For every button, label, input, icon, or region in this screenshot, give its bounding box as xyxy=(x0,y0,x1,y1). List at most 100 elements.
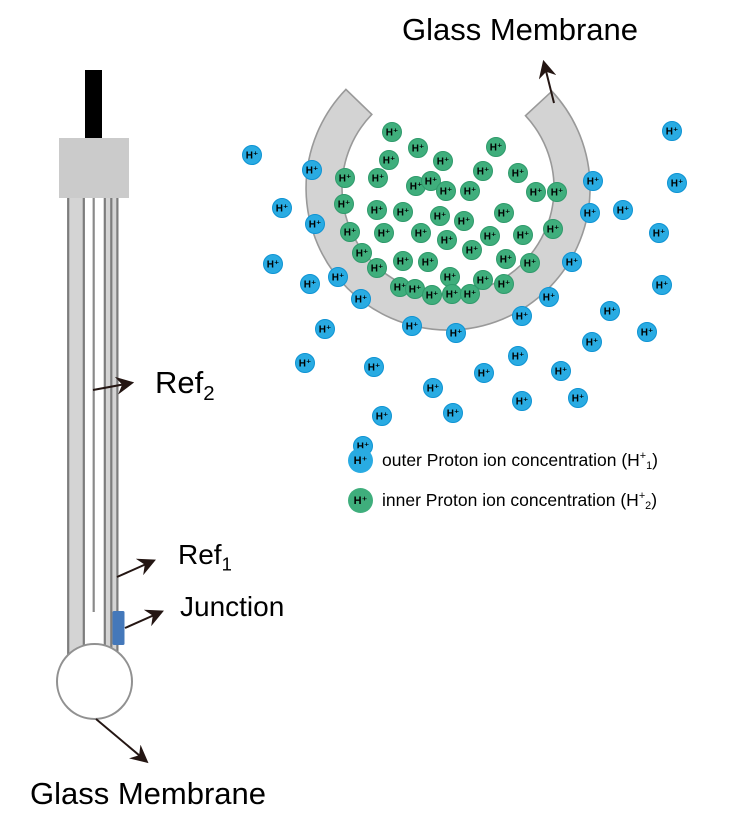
inner-proton-ion: H⁺ xyxy=(494,203,514,223)
membrane-top-arrow xyxy=(538,59,557,104)
svg-text:H⁺: H⁺ xyxy=(378,229,391,240)
svg-text:H⁺: H⁺ xyxy=(530,188,543,199)
outer-proton-ion: H⁺ xyxy=(263,254,283,274)
svg-text:H⁺: H⁺ xyxy=(444,273,457,284)
svg-text:H⁺: H⁺ xyxy=(371,206,384,217)
inner-proton-ion: H⁺ xyxy=(411,223,431,243)
outer-proton-ion: H⁺ xyxy=(551,361,571,381)
svg-text:H⁺: H⁺ xyxy=(344,228,357,239)
outer-proton-ion: H⁺ xyxy=(446,323,466,343)
outer-ion-symbol: H⁺ xyxy=(353,455,368,467)
inner-proton-ion: H⁺ xyxy=(526,182,546,202)
svg-text:H⁺: H⁺ xyxy=(466,246,479,257)
ref1-sub-text: 1 xyxy=(221,553,232,575)
outer-proton-ion: H⁺ xyxy=(372,406,392,426)
svg-text:H⁺: H⁺ xyxy=(425,177,438,188)
ref2-sub-text: 2 xyxy=(203,382,215,406)
inner-proton-ion: H⁺ xyxy=(436,181,456,201)
svg-text:H⁺: H⁺ xyxy=(547,225,560,236)
svg-text:H⁺: H⁺ xyxy=(406,322,419,333)
inner-proton-ion: H⁺ xyxy=(433,151,453,171)
outer-proton-ion: H⁺ xyxy=(583,171,603,191)
svg-text:H⁺: H⁺ xyxy=(276,204,289,215)
inner-proton-ion: H⁺ xyxy=(440,267,460,287)
inner-proton-ion: H⁺ xyxy=(408,138,428,158)
outer-proton-ion: H⁺ xyxy=(300,274,320,294)
inner-proton-ion: H⁺ xyxy=(334,194,354,214)
membrane-bottom-arrow xyxy=(95,718,149,764)
svg-text:H⁺: H⁺ xyxy=(617,206,630,217)
outer-legend-sup: + xyxy=(639,449,647,462)
svg-text:H⁺: H⁺ xyxy=(309,220,322,231)
inner-proton-ion: H⁺ xyxy=(393,251,413,271)
svg-text:H⁺: H⁺ xyxy=(551,188,564,199)
inner-legend-sup: + xyxy=(638,489,646,502)
outer-proton-ion: H⁺ xyxy=(272,198,292,218)
inner-proton-ion: H⁺ xyxy=(513,225,533,245)
ref1-base-text: Ref xyxy=(178,539,222,570)
outer-proton-ion: H⁺ xyxy=(402,316,422,336)
svg-text:H⁺: H⁺ xyxy=(299,359,312,370)
svg-text:H⁺: H⁺ xyxy=(376,412,389,423)
inner-proton-ion: H⁺ xyxy=(520,253,540,273)
inner-proton-ion: H⁺ xyxy=(352,243,372,263)
svg-text:H⁺: H⁺ xyxy=(246,151,259,162)
inner-proton-ion: H⁺ xyxy=(393,202,413,222)
svg-text:H⁺: H⁺ xyxy=(440,187,453,198)
svg-text:H⁺: H⁺ xyxy=(666,127,679,138)
svg-text:H⁺: H⁺ xyxy=(498,209,511,220)
svg-text:H⁺: H⁺ xyxy=(368,363,381,374)
inner-proton-ion: H⁺ xyxy=(494,274,514,294)
svg-text:H⁺: H⁺ xyxy=(386,128,399,139)
electrode-drawing xyxy=(56,70,133,720)
inner-tube-right-wall xyxy=(103,198,119,660)
svg-text:H⁺: H⁺ xyxy=(355,295,368,306)
ref2-base-text: Ref xyxy=(155,365,204,400)
outer-proton-ion: H⁺ xyxy=(512,391,532,411)
outer-proton-ion: H⁺ xyxy=(667,173,687,193)
svg-text:H⁺: H⁺ xyxy=(641,328,654,339)
svg-text:H⁺: H⁺ xyxy=(372,174,385,185)
inner-proton-ion: H⁺ xyxy=(547,182,567,202)
svg-text:H⁺: H⁺ xyxy=(447,409,460,420)
outer-proton-ion: H⁺ xyxy=(474,363,494,383)
glass-membrane-bottom-text: Glass Membrane xyxy=(30,776,267,811)
inner-proton-ion: H⁺ xyxy=(460,284,480,304)
ref2-label: Ref2 xyxy=(155,365,215,404)
outer-proton-ion: H⁺ xyxy=(305,214,325,234)
outer-proton-ion: H⁺ xyxy=(423,378,443,398)
svg-text:H⁺: H⁺ xyxy=(412,144,425,155)
svg-text:H⁺: H⁺ xyxy=(477,276,490,287)
svg-text:H⁺: H⁺ xyxy=(604,307,617,318)
svg-text:H⁺: H⁺ xyxy=(517,231,530,242)
svg-text:H⁺: H⁺ xyxy=(464,187,477,198)
svg-text:H⁺: H⁺ xyxy=(512,169,525,180)
inner-proton-ion: H⁺ xyxy=(454,211,474,231)
outer-proton-ion: H⁺ xyxy=(613,200,633,220)
ref1-arrow xyxy=(116,558,156,578)
outer-proton-ion: H⁺ xyxy=(582,332,602,352)
svg-text:H⁺: H⁺ xyxy=(338,200,351,211)
svg-text:H⁺: H⁺ xyxy=(464,290,477,301)
svg-text:H⁺: H⁺ xyxy=(584,209,597,220)
legend-row-outer: H⁺ outer Proton ion concentration (H+1) xyxy=(348,448,658,473)
inner-proton-ion: H⁺ xyxy=(473,270,493,290)
inner-proton-ion: H⁺ xyxy=(335,168,355,188)
inner-proton-ion: H⁺ xyxy=(442,284,462,304)
inner-proton-ion: H⁺ xyxy=(367,200,387,220)
svg-text:H⁺: H⁺ xyxy=(477,167,490,178)
outer-proton-ion: H⁺ xyxy=(302,160,322,180)
inner-proton-ion: H⁺ xyxy=(382,122,402,142)
outer-proton-ion: H⁺ xyxy=(242,145,262,165)
svg-text:H⁺: H⁺ xyxy=(415,229,428,240)
inner-proton-ion: H⁺ xyxy=(422,285,442,305)
glass-membrane-top-label: Glass Membrane xyxy=(402,14,638,45)
svg-text:H⁺: H⁺ xyxy=(500,255,513,266)
svg-text:H⁺: H⁺ xyxy=(357,442,370,453)
svg-text:H⁺: H⁺ xyxy=(586,338,599,349)
glass-membrane-top-text: Glass Membrane xyxy=(402,12,639,47)
inner-ion-symbol: H⁺ xyxy=(353,495,368,507)
junction-text: Junction xyxy=(180,591,285,622)
svg-text:H⁺: H⁺ xyxy=(498,280,511,291)
